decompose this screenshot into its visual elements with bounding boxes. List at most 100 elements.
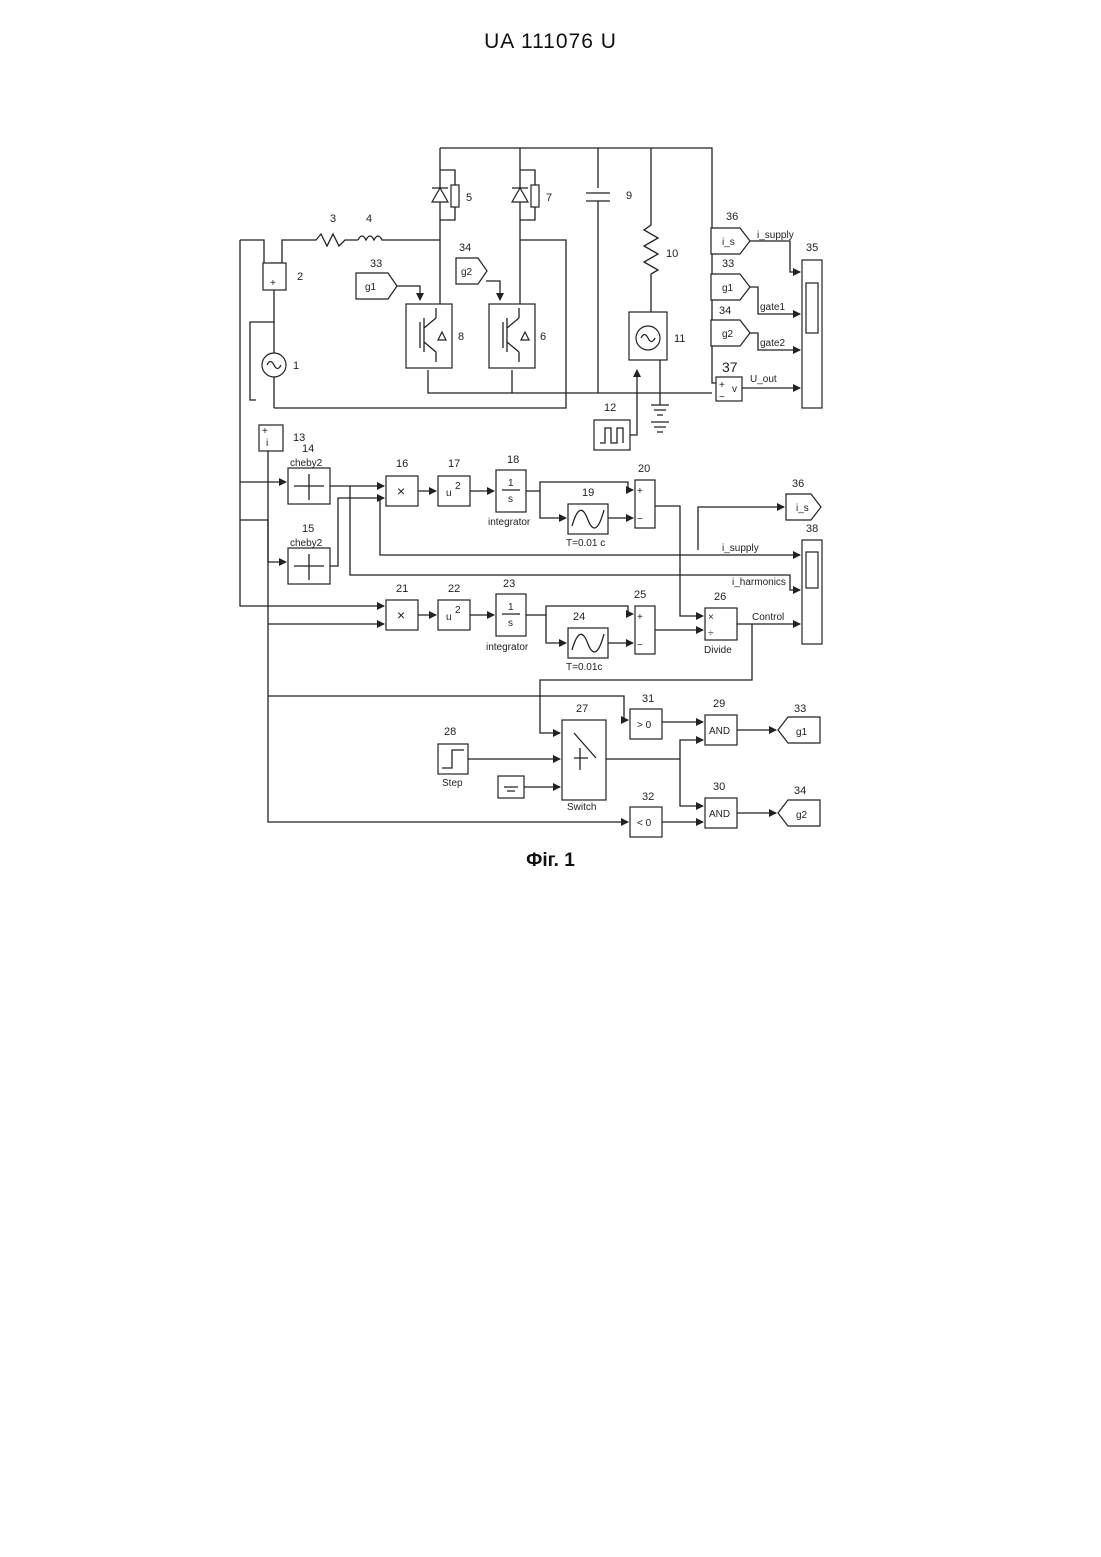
svg-text:gate1: gate1	[760, 302, 785, 313]
svg-text:×: ×	[397, 607, 405, 623]
svg-text:36: 36	[792, 478, 804, 490]
scope-38: 38	[802, 523, 822, 644]
svg-text:+: +	[270, 278, 276, 289]
svg-text:17: 17	[448, 458, 460, 470]
svg-text:i_s: i_s	[722, 237, 735, 248]
svg-text:Switch: Switch	[567, 802, 596, 813]
svg-text:11: 11	[674, 333, 685, 345]
svg-text:22: 22	[448, 583, 460, 595]
integrator-18: 1 s integrator 18	[488, 454, 531, 528]
svg-text:33: 33	[370, 258, 382, 270]
square-22: u 2 22	[438, 583, 470, 630]
svg-text:g2: g2	[722, 329, 734, 340]
svg-text:i_supply: i_supply	[722, 543, 759, 554]
svg-text:35: 35	[806, 242, 818, 254]
sum-20: + − 20	[635, 463, 655, 528]
svg-text:×: ×	[708, 612, 714, 623]
svg-text:i: i	[266, 438, 268, 449]
svg-text:34: 34	[459, 242, 471, 254]
svg-text:gate2: gate2	[760, 338, 785, 349]
svg-text:33: 33	[794, 703, 806, 715]
svg-text:31: 31	[642, 693, 654, 705]
svg-text:6: 6	[540, 331, 546, 343]
diode-5: 5	[432, 170, 472, 240]
goto-g1-top: g1 33	[356, 258, 397, 299]
svg-text:+: +	[719, 380, 725, 391]
svg-text:9: 9	[626, 190, 632, 202]
svg-text:2: 2	[297, 271, 303, 283]
svg-text:s: s	[508, 494, 513, 505]
svg-text:34: 34	[794, 785, 806, 797]
svg-text:18: 18	[507, 454, 519, 466]
svg-text:−: −	[637, 514, 643, 525]
svg-text:+: +	[637, 612, 643, 623]
svg-text:U_out: U_out	[750, 374, 777, 385]
svg-text:i_s: i_s	[796, 503, 809, 514]
current-sensor-13: + i 13	[259, 425, 305, 451]
svg-text:21: 21	[396, 583, 408, 595]
svg-text:12: 12	[604, 402, 616, 414]
svg-text:32: 32	[642, 791, 654, 803]
svg-text:30: 30	[713, 781, 725, 793]
svg-text:u: u	[446, 612, 452, 623]
svg-text:14: 14	[302, 443, 314, 455]
goto-g2-bottom: g2 34	[778, 785, 820, 826]
svg-text:AND: AND	[709, 809, 730, 820]
diode-7: 7	[512, 170, 552, 240]
svg-text:g2: g2	[461, 267, 473, 278]
svg-text:29: 29	[713, 698, 725, 710]
svg-text:26: 26	[714, 591, 726, 603]
igbt-6: 6	[486, 240, 546, 368]
from-i_s: i_s 36	[711, 211, 750, 254]
svg-text:24: 24	[573, 611, 585, 623]
svg-text:T=0.01c: T=0.01c	[566, 662, 602, 673]
svg-text:< 0: < 0	[637, 818, 652, 829]
product-21: × 21	[386, 583, 418, 630]
svg-text:15: 15	[302, 523, 314, 535]
svg-text:38: 38	[806, 523, 818, 535]
transport-delay-19: T=0.01 c 19	[566, 487, 608, 549]
svg-text:cheby2: cheby2	[290, 538, 323, 549]
svg-text:25: 25	[634, 589, 646, 601]
and-30: AND 30	[705, 781, 737, 828]
svg-text:> 0: > 0	[637, 720, 652, 731]
svg-text:+: +	[637, 486, 643, 497]
figure-caption: Фіг. 1	[0, 850, 1101, 872]
svg-text:2: 2	[455, 605, 461, 616]
svg-text:Step: Step	[442, 778, 463, 789]
svg-text:Control: Control	[752, 612, 784, 623]
capacitor-9: 9	[586, 190, 632, 393]
svg-text:+: +	[262, 426, 268, 437]
svg-text:16: 16	[396, 458, 408, 470]
svg-text:g2: g2	[796, 810, 808, 821]
svg-text:34: 34	[719, 305, 731, 317]
svg-text:1: 1	[508, 602, 514, 613]
svg-text:AND: AND	[709, 726, 730, 737]
svg-text:8: 8	[458, 331, 464, 343]
svg-text:i_supply: i_supply	[757, 230, 794, 241]
svg-text:T=0.01 c: T=0.01 c	[566, 538, 605, 549]
ac-source-1: 1	[250, 290, 299, 408]
svg-text:integrator: integrator	[486, 642, 529, 653]
from-g2: g2 34	[711, 305, 750, 346]
svg-text:36: 36	[726, 211, 738, 223]
svg-text:s: s	[508, 618, 513, 629]
svg-text:Divide: Divide	[704, 645, 732, 656]
svg-text:4: 4	[366, 213, 372, 225]
svg-text:27: 27	[576, 703, 588, 715]
svg-text:i_harmonics: i_harmonics	[732, 577, 786, 588]
svg-text:g1: g1	[365, 282, 377, 293]
svg-text:1: 1	[508, 478, 514, 489]
filter-cheby2-14: cheby2 14	[288, 443, 330, 504]
svg-text:3: 3	[330, 213, 336, 225]
goto-g2-top: g2 34	[456, 242, 487, 284]
divide-26: × ÷ Divide 26	[704, 591, 737, 656]
svg-text:19: 19	[582, 487, 594, 499]
switch-27: Switch 27	[562, 703, 606, 813]
product-16: × 16	[386, 458, 418, 506]
svg-text:1: 1	[293, 360, 299, 372]
svg-text:−: −	[637, 640, 643, 651]
svg-text:33: 33	[722, 258, 734, 270]
resistor-10: 10	[644, 210, 678, 312]
